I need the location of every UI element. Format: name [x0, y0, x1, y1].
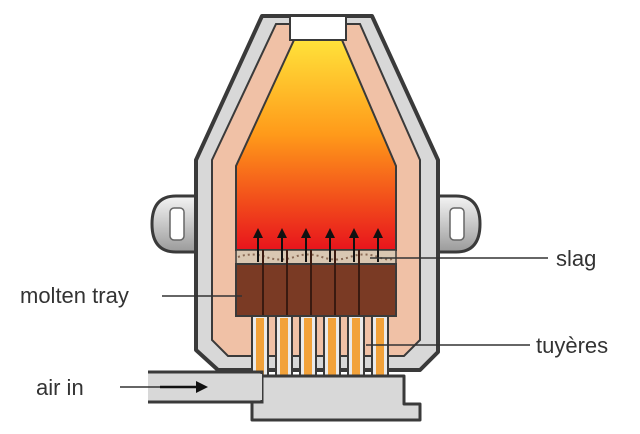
left-trunnion — [150, 194, 198, 254]
gas-arrow — [349, 228, 359, 262]
molten-metal — [235, 263, 397, 317]
tuyeres-label: tuyères — [536, 333, 608, 358]
gas-arrow — [301, 228, 311, 262]
converter-mouth — [289, 15, 347, 41]
molten-metal-channels — [262, 250, 360, 316]
air-flow-arrow — [160, 381, 208, 393]
tuyere — [275, 315, 293, 379]
gas-arrow — [277, 228, 287, 262]
air-in-label: air in — [36, 375, 84, 400]
slag-label: slag — [556, 246, 596, 271]
gas-arrows — [253, 228, 383, 262]
tuyere — [323, 315, 341, 379]
gas-arrow — [325, 228, 335, 262]
tuyere — [251, 315, 269, 379]
tuyere — [371, 315, 389, 379]
gas-arrow — [253, 228, 263, 262]
tuyere — [299, 315, 317, 379]
air-box — [250, 374, 422, 422]
molten-tray-label: molten tray — [20, 283, 129, 308]
tuyere — [347, 315, 365, 379]
slag-layer — [235, 249, 397, 265]
right-trunnion — [434, 194, 482, 254]
